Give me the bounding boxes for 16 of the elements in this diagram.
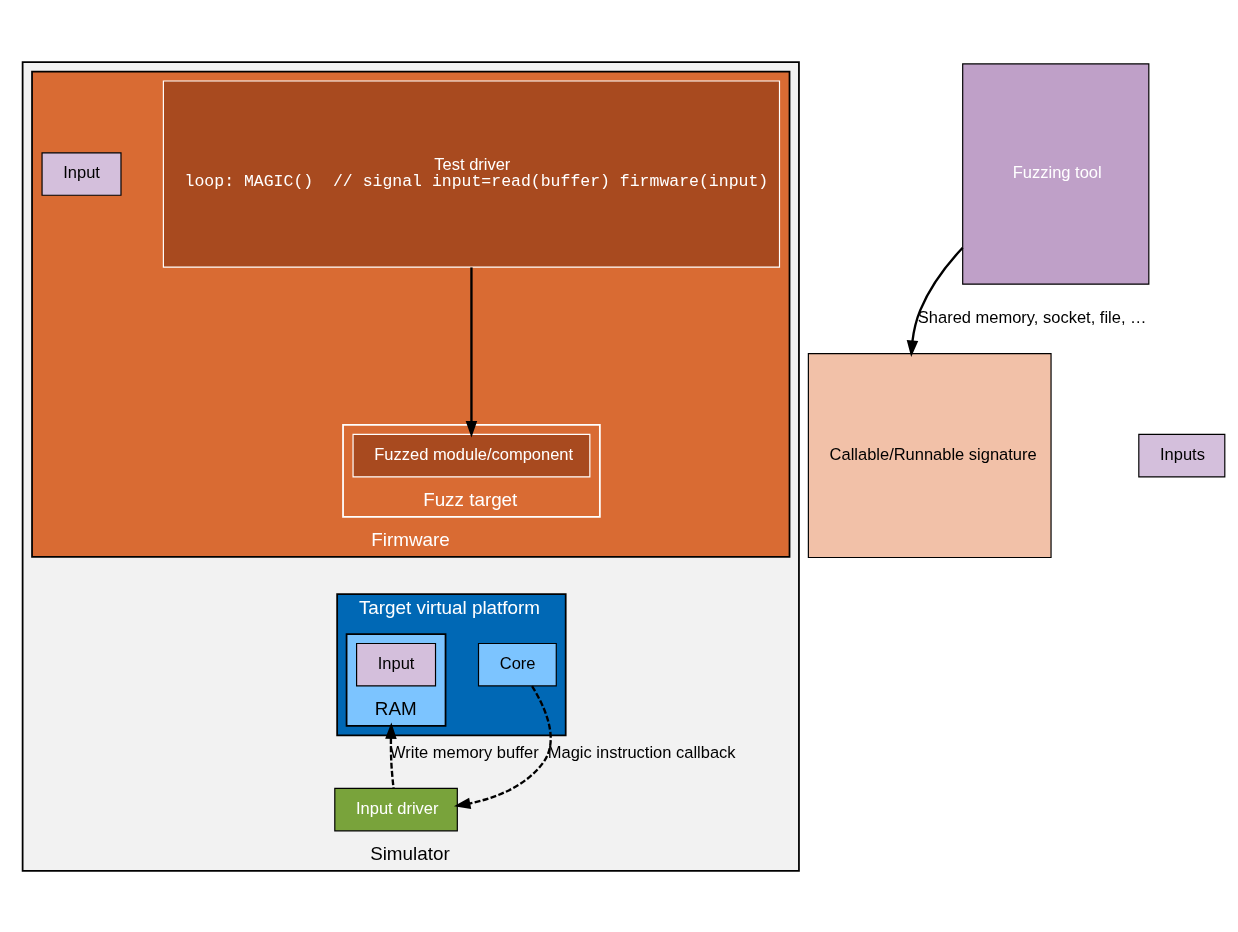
edge-label: Magic instruction callback	[547, 742, 736, 761]
node-box: Test driver loop: MAGIC() // signal input=read(buffer) firmware(input)	[162, 79, 781, 268]
arrow	[465, 266, 478, 437]
edge-label: Shared memory, socket, file, …	[917, 307, 1147, 326]
arrow	[385, 721, 397, 788]
arrow	[906, 246, 964, 357]
node-box: Input driver	[334, 787, 458, 831]
node-box: Fuzzing tool	[962, 62, 1150, 285]
node-box: Input	[356, 642, 437, 686]
edge-label: Write memory buffer	[390, 742, 539, 761]
node-box: Core	[477, 642, 557, 686]
node-box: Callable/Runnable signature	[807, 352, 1052, 558]
node-box: Input	[41, 151, 122, 196]
arrow	[453, 685, 552, 809]
node-box: Fuzzed module/component	[352, 433, 591, 477]
node-box: Inputs	[1138, 433, 1226, 477]
